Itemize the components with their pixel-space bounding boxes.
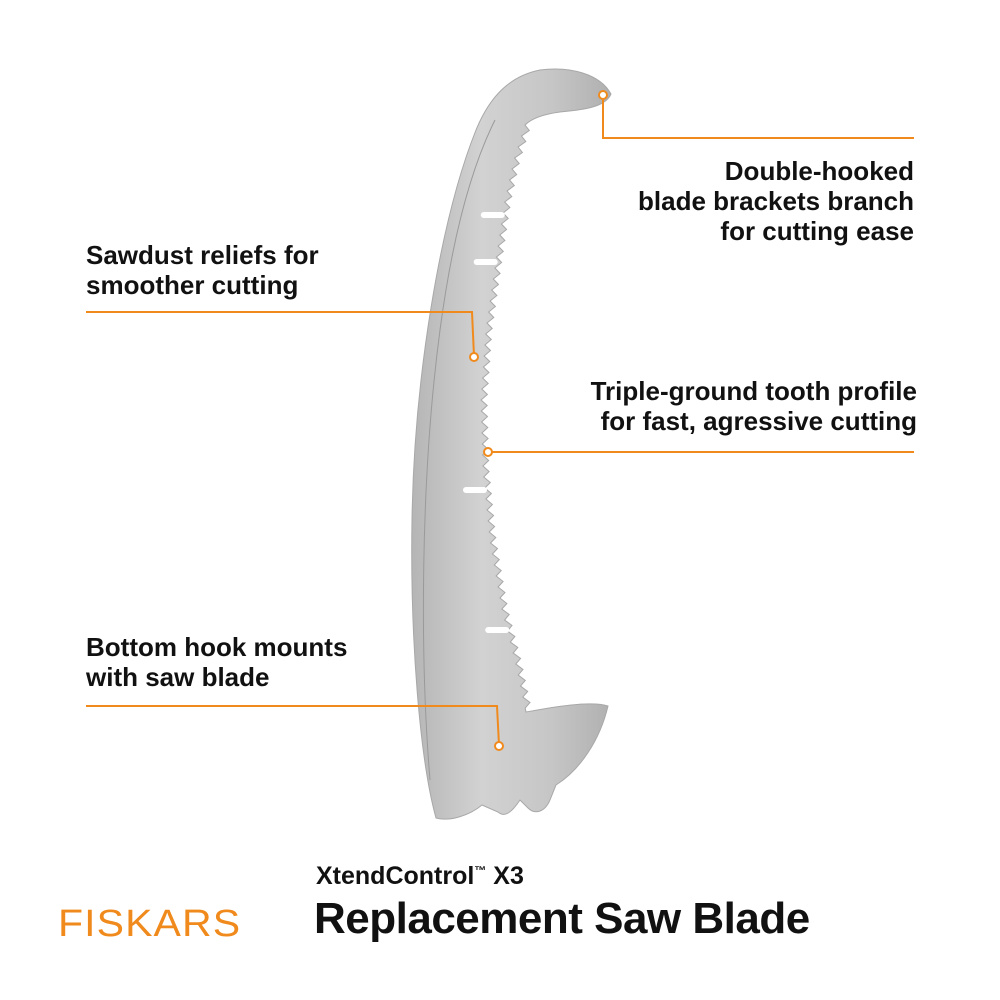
- callout-text-line: with saw blade: [86, 662, 270, 692]
- callout-text-line: Sawdust reliefs for: [86, 240, 319, 270]
- callout-text-line: Bottom hook mounts: [86, 632, 348, 662]
- callout-text-line: Double-hooked: [724, 156, 914, 186]
- marker-bottom-hook: [494, 741, 504, 751]
- product-model: X3: [486, 862, 524, 890]
- sawdust-reliefs: [463, 212, 510, 633]
- sawdust-relief-notch: [480, 212, 505, 218]
- callout-text-line: blade brackets branch: [638, 186, 914, 216]
- callout-leader-lines: [86, 92, 914, 746]
- leader-line-sawdust: [86, 311, 475, 357]
- fiskars-logo: FISKARS: [58, 903, 242, 945]
- product-line-text: XtendControl: [316, 862, 475, 890]
- callout-text-line: smoother cutting: [86, 270, 299, 300]
- trademark-symbol: ™: [474, 863, 487, 878]
- leader-line-bottom-hook: [86, 705, 500, 746]
- callout-triple-ground: Triple-ground tooth profile for fast, ag…: [591, 376, 917, 436]
- callout-double-hooked: Double-hooked blade brackets branch for …: [638, 156, 914, 246]
- product-line-name: XtendControl™ X3: [316, 862, 524, 891]
- product-title: Replacement Saw Blade: [314, 894, 810, 943]
- sawdust-relief-notch: [473, 259, 498, 265]
- sawdust-relief-notch: [485, 627, 510, 633]
- sawdust-relief-notch: [463, 487, 487, 493]
- marker-triple-ground: [483, 447, 493, 457]
- marker-double-hooked: [598, 90, 608, 100]
- callout-text-line: Triple-ground tooth profile: [590, 376, 917, 406]
- callout-bottom-hook: Bottom hook mounts with saw blade: [86, 632, 347, 692]
- marker-sawdust: [469, 352, 479, 362]
- saw-teeth: [422, 119, 496, 781]
- leader-line-double-hooked: [602, 92, 914, 139]
- callout-markers: [469, 90, 608, 751]
- callout-text-line: for fast, agressive cutting: [600, 406, 917, 436]
- saw-blade: [411, 68, 612, 820]
- callout-text-line: for cutting ease: [720, 216, 914, 246]
- callout-sawdust-reliefs: Sawdust reliefs for smoother cutting: [86, 240, 319, 300]
